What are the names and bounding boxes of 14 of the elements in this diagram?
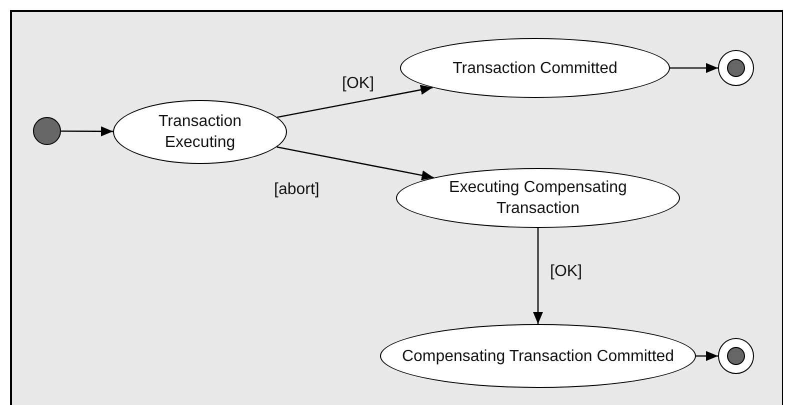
final-state — [718, 50, 754, 86]
transition-arrow — [696, 351, 718, 361]
final-state — [718, 338, 754, 374]
guard-label: [abort] — [272, 181, 322, 199]
state-label: Transaction Committed — [452, 58, 618, 78]
transition-arrow — [61, 126, 114, 136]
initial-state — [33, 117, 61, 145]
state-label: Transaction Executing — [158, 112, 242, 153]
transition-arrow — [276, 146, 434, 180]
state-label: Executing Compensating Transaction — [448, 178, 628, 219]
state-label: Compensating Transaction Committed — [400, 346, 676, 366]
transition-arrow — [670, 63, 718, 73]
transition-arrow — [533, 228, 543, 324]
transition-arrow — [277, 84, 433, 118]
